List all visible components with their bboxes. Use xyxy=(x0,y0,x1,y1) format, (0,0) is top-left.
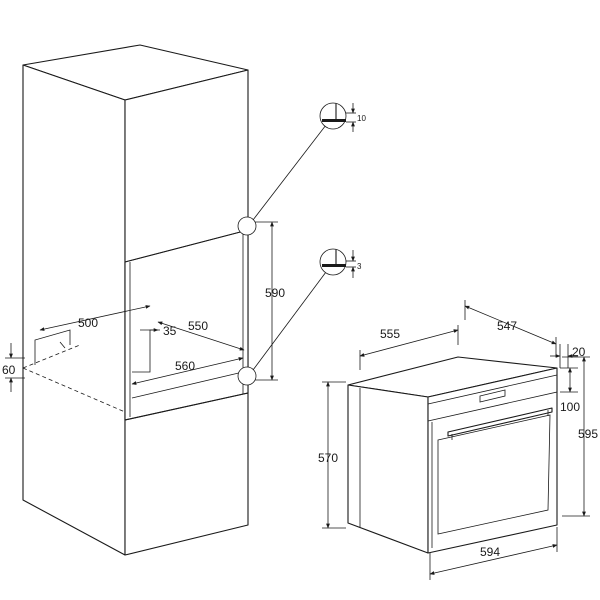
oven-display xyxy=(479,389,506,403)
detail-top-gap: 10 xyxy=(357,114,366,123)
dim-547: 547 xyxy=(497,319,517,333)
oven xyxy=(347,356,558,554)
dim-590: 590 xyxy=(265,286,285,300)
cabinet-left-face xyxy=(22,64,126,556)
detail-bottom-gap: 3 xyxy=(357,262,362,271)
cabinet-dimensions: 500 60 35 550 560 590 xyxy=(2,221,285,392)
dim-560: 560 xyxy=(175,359,195,373)
dim-594: 594 xyxy=(480,545,500,559)
callout-circle-top xyxy=(237,216,257,236)
dim-60: 60 xyxy=(2,363,16,377)
tall-cabinet xyxy=(22,44,249,556)
oven-front xyxy=(427,367,558,554)
detail-callouts: 10 3 xyxy=(237,102,366,386)
oven-handle xyxy=(447,407,553,437)
dim-100: 100 xyxy=(560,400,580,414)
dim-20: 20 xyxy=(572,345,586,359)
dim-500: 500 xyxy=(78,316,98,330)
oven-dimensions: 555 547 20 100 595 570 594 xyxy=(318,300,598,580)
dim-570: 570 xyxy=(318,451,338,465)
dim-550: 550 xyxy=(188,319,208,333)
callout-circle-bottom xyxy=(237,366,257,386)
oven-door-window xyxy=(437,414,551,535)
cabinet-niche xyxy=(124,229,249,421)
detail-circle-top xyxy=(319,102,347,130)
oven-control-panel xyxy=(427,374,558,422)
dim-595: 595 xyxy=(578,427,598,441)
detail-circle-bottom xyxy=(319,248,347,276)
dim-555: 555 xyxy=(380,327,400,341)
